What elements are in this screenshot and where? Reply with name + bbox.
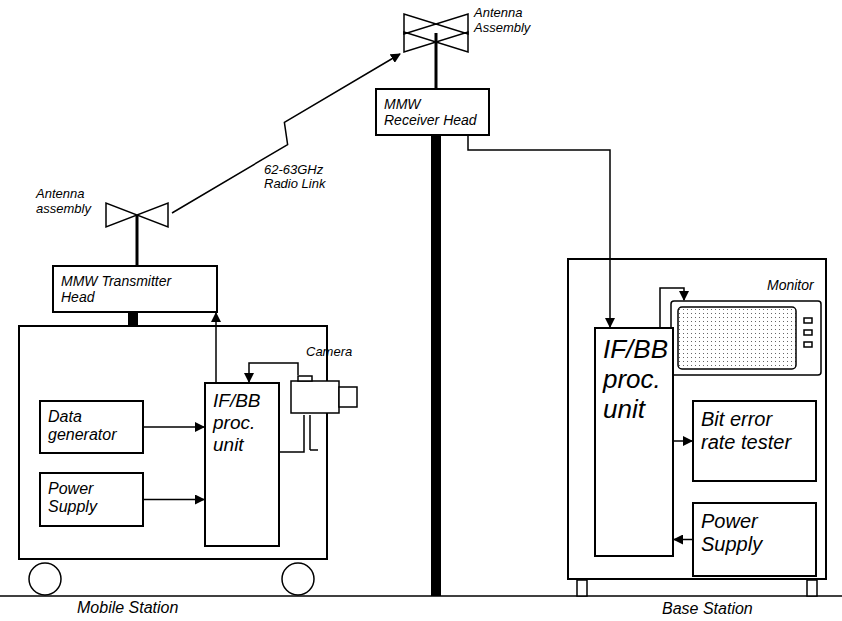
process-box: Power Supply — [39, 472, 144, 527]
antenna-assembly: Antenna assembly — [102, 195, 172, 265]
process-box: IF/BB proc. unit — [204, 382, 280, 547]
process-box: Data generator — [39, 400, 144, 454]
monitor-screen — [678, 307, 796, 369]
monitor-knob — [804, 330, 812, 335]
node-heading: Base Station — [662, 600, 753, 618]
camera-top — [298, 376, 312, 381]
process-box: Power Supply — [692, 502, 817, 577]
monitor-frame — [671, 301, 821, 375]
connector — [215, 313, 217, 382]
camera-body — [291, 381, 339, 413]
node-label: MMW Transmitter Head — [54, 267, 188, 311]
antenna-assembly-drawing — [102, 195, 172, 265]
link-label: 62-63GHz Radio Link — [261, 162, 347, 194]
connector — [172, 54, 400, 213]
receiver-head: MMW Receiver Head — [375, 88, 490, 136]
node-label: Data generator — [41, 402, 142, 451]
camera-drawing — [290, 375, 360, 415]
cabinet-leg — [807, 580, 817, 596]
monitor: Monitor — [670, 300, 822, 376]
monitor-knob — [804, 342, 812, 347]
antenna-mast — [136, 215, 139, 265]
connector — [674, 539, 692, 541]
connector — [280, 415, 304, 452]
connector — [144, 499, 204, 501]
base-cabinet: Base StationMonitorIF/BB proc. unitBit e… — [567, 258, 827, 580]
antenna-assembly-drawing — [400, 8, 472, 88]
cart-wheel — [282, 563, 314, 595]
process-box: Bit error rate tester — [692, 400, 817, 482]
monitor-drawing — [670, 300, 822, 376]
node-heading: Antenna Assembly — [474, 6, 546, 36]
cart-wheel — [29, 563, 61, 595]
camera-lens — [339, 387, 357, 407]
connector — [674, 440, 692, 442]
node-label: IF/BB proc. unit — [206, 384, 278, 462]
cabinet-leg — [577, 580, 587, 596]
antenna-mast — [435, 33, 438, 88]
connector — [144, 426, 204, 428]
connector — [249, 363, 298, 382]
camera: Camera — [290, 375, 360, 415]
antenna-pole — [431, 128, 441, 596]
node-label: Power Supply — [694, 504, 815, 562]
mobile-cart: Mobile StationData generatorPower Supply… — [18, 325, 328, 560]
node-heading: Monitor — [767, 277, 814, 293]
process-box: IF/BB proc. unit — [594, 327, 674, 557]
antenna-assembly: Antenna Assembly — [400, 8, 472, 88]
transmitter-head: MMW Transmitter Head — [52, 265, 218, 313]
ground-line — [0, 595, 842, 597]
node-heading: Antenna assembly — [36, 187, 100, 217]
node-heading: Camera — [306, 345, 352, 360]
connector — [468, 136, 610, 327]
node-label: IF/BB proc. unit — [596, 329, 672, 431]
monitor-knob — [804, 318, 812, 323]
node-heading: Mobile Station — [77, 599, 178, 617]
camera-cable — [309, 415, 311, 450]
antenna-element — [404, 14, 468, 34]
camera-cable — [310, 449, 318, 451]
node-label: Power Supply — [41, 474, 142, 523]
node-label: MMW Receiver Head — [377, 90, 486, 134]
node-label: Bit error rate tester — [694, 402, 815, 460]
